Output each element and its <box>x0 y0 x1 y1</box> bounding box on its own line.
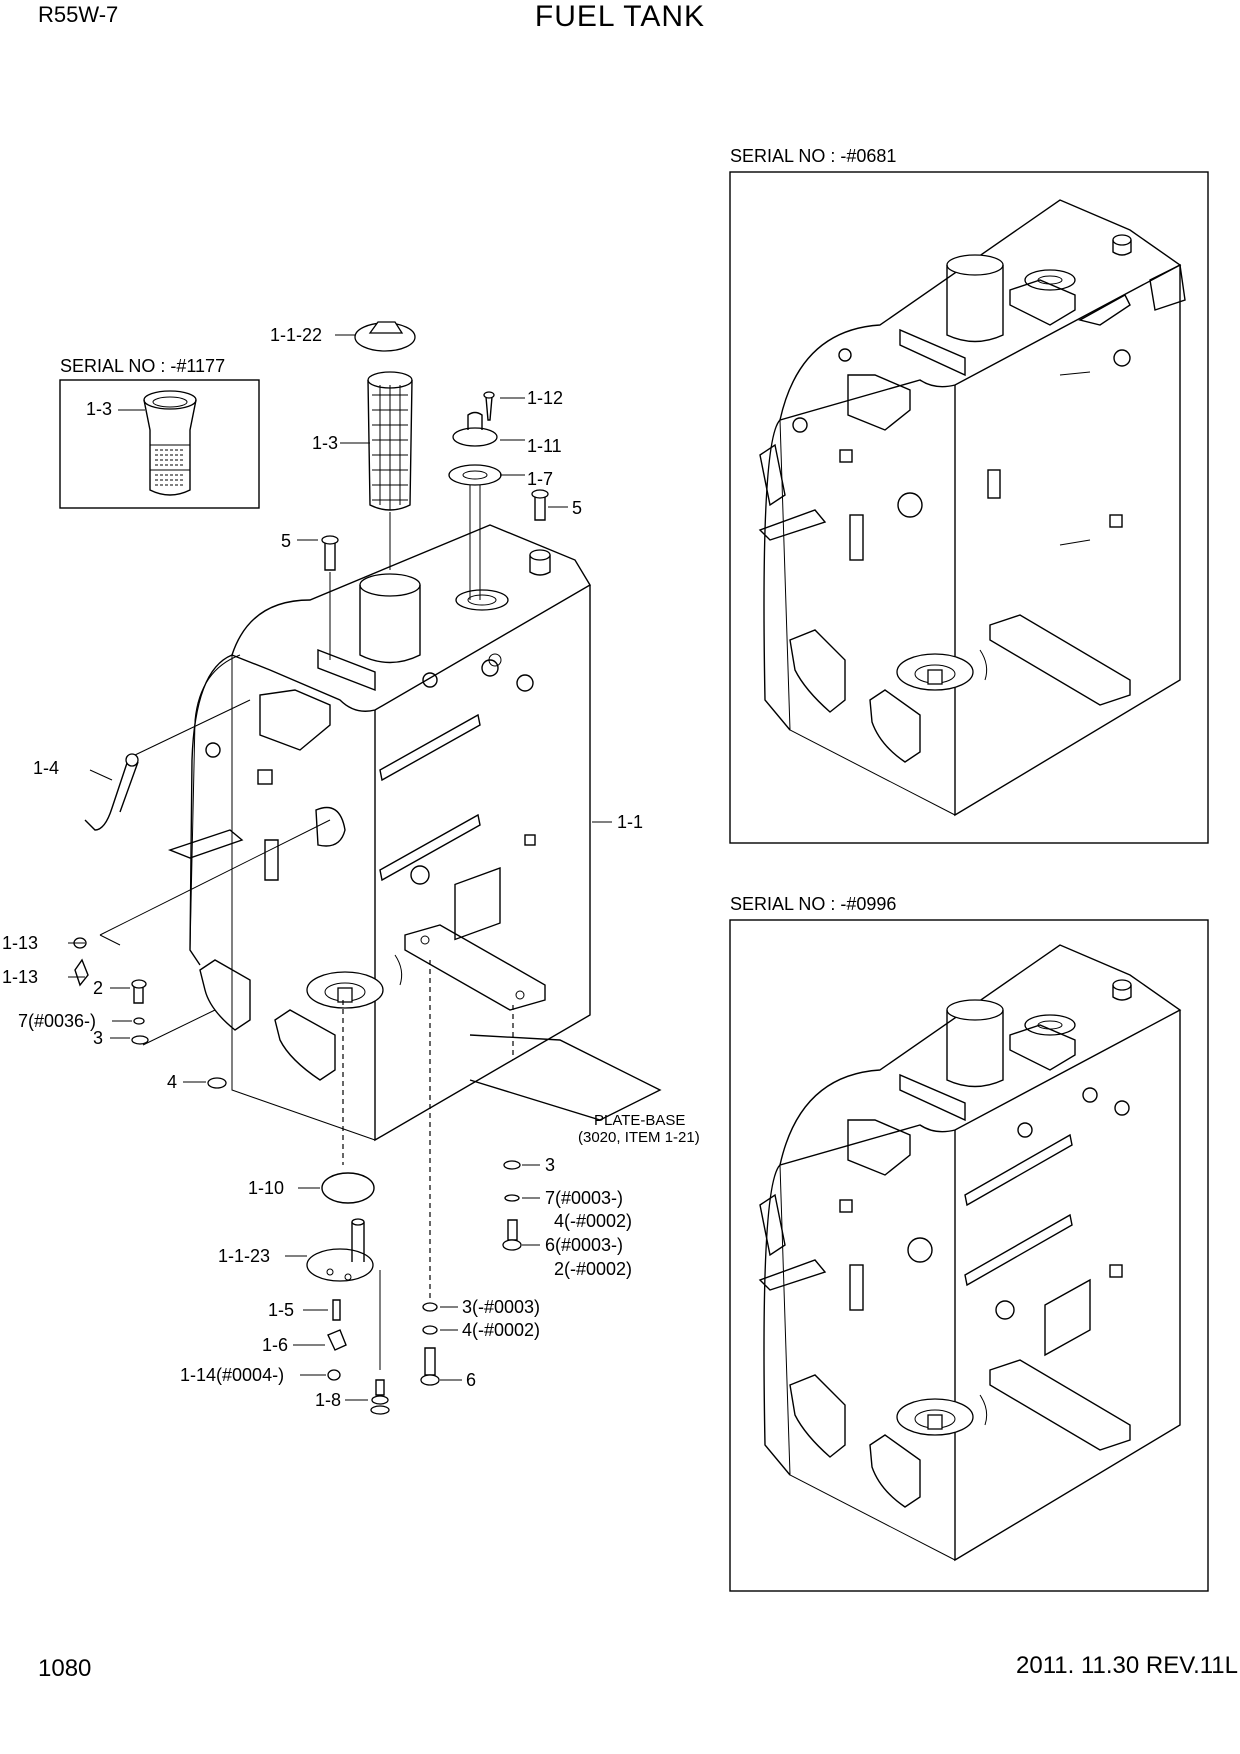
callout-3-right: 3 <box>545 1155 556 1175</box>
callout-1-1-23: 1-1-23 <box>218 1246 271 1266</box>
callout-1-4: 1-4 <box>33 758 60 778</box>
revision-date: 2011. 11.30 REV.11L <box>1016 1652 1238 1679</box>
callout-5-left: 5 <box>281 531 292 551</box>
main-fuel-tank <box>167 524 662 1142</box>
callout-1-6: 1-6 <box>262 1335 289 1355</box>
serial-caption-0996: SERIAL NO : -#0996 <box>730 894 897 914</box>
leader-lines <box>68 334 612 1401</box>
plate-base-ref: (3020, ITEM 1-21) <box>578 1129 700 1146</box>
callout-7-0003: 7(#0003-) <box>545 1188 624 1208</box>
exploded-top-parts <box>321 321 549 660</box>
callout-4-left: 4 <box>167 1072 178 1092</box>
callout-1-1: 1-1 <box>617 812 644 832</box>
callout-7-0036: 7(#0036-) <box>18 1011 97 1031</box>
callout-1-12: 1-12 <box>527 388 564 408</box>
callout-1-7: 1-7 <box>527 469 554 489</box>
callout-1-10: 1-10 <box>248 1178 285 1198</box>
serial-caption-1177: SERIAL NO : -#1177 <box>60 356 226 376</box>
page-number: 1080 <box>38 1655 92 1682</box>
callout-2: 2 <box>93 978 104 998</box>
callout-3-0003: 3(-#0003) <box>462 1297 541 1317</box>
callout-2-0002: 2(-#0002) <box>554 1259 633 1279</box>
model-number: R55W-7 <box>38 2 119 27</box>
callout-1-8: 1-8 <box>315 1390 342 1410</box>
callout-1-14: 1-14(#0004-) <box>180 1365 285 1385</box>
callout-4-0002-b: 4(-#0002) <box>462 1320 541 1340</box>
callout-6-0003: 6(#0003-) <box>545 1235 624 1255</box>
callout-1-13-b: 1-13 <box>2 967 39 987</box>
callout-1-5: 1-5 <box>268 1300 295 1320</box>
callout-6: 6 <box>466 1370 477 1390</box>
inset-tank-0681 <box>729 171 1209 844</box>
callout-4-0002: 4(-#0002) <box>554 1211 633 1231</box>
exploded-bottom-parts <box>306 960 522 1415</box>
callout-5-right: 5 <box>572 498 583 518</box>
callout-1-3: 1-3 <box>312 433 339 453</box>
page-title: FUEL TANK <box>534 0 706 33</box>
serial-caption-0681: SERIAL NO : -#0681 <box>730 146 897 166</box>
exploded-left-parts <box>73 699 331 1089</box>
callout-1-11: 1-11 <box>527 436 562 456</box>
inset-tank-0996 <box>729 919 1209 1592</box>
inset-strainer-1177 <box>59 379 260 509</box>
callout-1-13-a: 1-13 <box>2 933 39 953</box>
callout-1-1-22: 1-1-22 <box>270 325 323 345</box>
callout-inset-1-3: 1-3 <box>86 399 113 419</box>
callout-3-left: 3 <box>93 1028 104 1048</box>
plate-base-label: PLATE-BASE <box>594 1112 686 1129</box>
